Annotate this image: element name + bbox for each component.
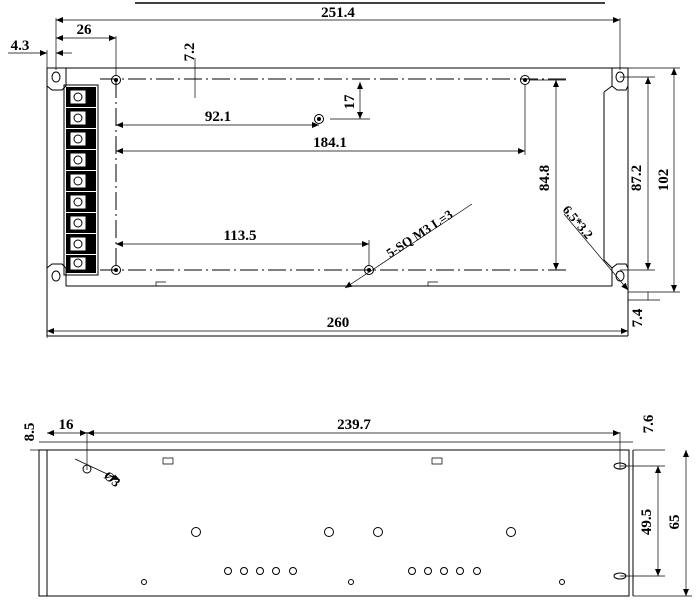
side-holes (141, 527, 565, 585)
top-view: 251.4 26 4.3 7.2 92.1 17 184.1 113.5 5-S… (8, 2, 680, 338)
dim-251: 251.4 (321, 5, 355, 21)
tab-bottom-left (46, 263, 67, 286)
dim-92: 92.1 (205, 109, 231, 125)
dim-184: 184.1 (313, 135, 347, 151)
dim-4-3: 4.3 (11, 38, 30, 54)
dim-26: 26 (77, 22, 93, 38)
dim-102: 102 (656, 169, 672, 192)
dim-84-8: 84.8 (537, 165, 553, 191)
mount-hole-tl (51, 71, 61, 83)
dim-7-6: 7.6 (641, 414, 657, 433)
dim-260: 260 (327, 315, 350, 331)
m3-screw-holes (111, 75, 530, 275)
dim-16: 16 (59, 417, 75, 433)
dim-49-5: 49.5 (639, 509, 655, 535)
tab-top-left (46, 68, 67, 91)
hole-note: Ø3 (101, 468, 124, 490)
dim-65: 65 (667, 515, 683, 530)
flange-tabs (155, 281, 438, 286)
tab-top-right (611, 68, 629, 91)
mount-hole-br (615, 270, 625, 282)
side-notches (162, 457, 443, 465)
side-outline (38, 449, 630, 597)
dim-7-4: 7.4 (630, 308, 646, 327)
dim-17: 17 (342, 94, 358, 110)
right-flange (603, 85, 613, 269)
mount-hole-bl (51, 270, 61, 282)
dim-87-2: 87.2 (629, 165, 645, 191)
tab-bottom-right (611, 263, 629, 286)
dim-113: 113.5 (224, 228, 257, 244)
slot-note: 6.5*3.2 (560, 202, 597, 242)
side-view: 8.5 16 239.7 Ø3 (22, 414, 692, 597)
dim-7-2: 7.2 (182, 43, 198, 62)
screw-note: 5-SQ M3 L=3 (383, 206, 455, 260)
dim-239: 239.7 (337, 417, 371, 433)
terminal-screws (66, 87, 96, 273)
case-outline (46, 67, 629, 337)
dim-8-5: 8.5 (22, 423, 38, 442)
terminal-block (63, 84, 99, 276)
